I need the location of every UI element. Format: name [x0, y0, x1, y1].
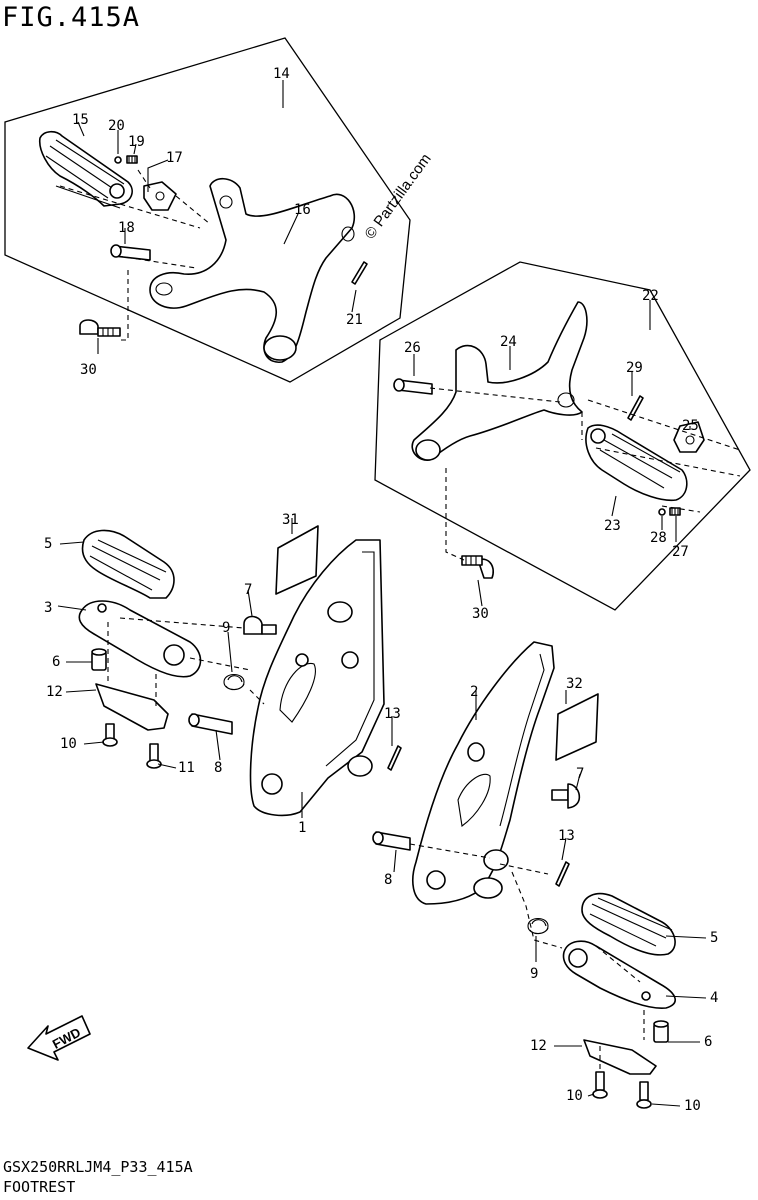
callout-19: 19 — [128, 134, 145, 150]
callout-9-left: 9 — [222, 620, 230, 636]
nut-28 — [658, 508, 666, 516]
callout-29: 29 — [626, 360, 643, 376]
callout-2: 2 — [470, 684, 478, 700]
plate-17 — [143, 181, 177, 211]
callout-21: 21 — [346, 312, 363, 328]
callout-6-right: 6 — [704, 1034, 712, 1050]
footpeg-4 — [562, 940, 676, 1009]
assembly-box-14 — [4, 37, 411, 383]
spring-27 — [669, 507, 681, 516]
callout-4: 4 — [710, 990, 718, 1006]
spring-9-left — [223, 673, 245, 691]
callout-12-right: 12 — [530, 1038, 547, 1054]
cotter-pin-29 — [627, 395, 644, 421]
callout-26: 26 — [404, 340, 421, 356]
callout-13-left: 13 — [384, 706, 401, 722]
callout-5-right: 5 — [710, 930, 718, 946]
bolt-7-right — [551, 783, 581, 809]
heel-plate-32 — [555, 693, 599, 761]
callout-25: 25 — [682, 418, 699, 434]
callout-20: 20 — [108, 118, 125, 134]
pin-8-left — [188, 713, 233, 735]
callout-1: 1 — [298, 820, 306, 836]
pin-18 — [110, 244, 151, 261]
plate-12-right — [583, 1039, 657, 1075]
screw-10-right-b — [636, 1081, 652, 1109]
footpeg-rubber-5-left — [81, 529, 175, 599]
bracket-16-boss — [263, 335, 297, 361]
callout-22: 22 — [642, 288, 659, 304]
callout-7-left: 7 — [244, 582, 252, 598]
callout-14: 14 — [273, 66, 290, 82]
stopper-6-right — [653, 1020, 669, 1043]
callout-32: 32 — [566, 676, 583, 692]
callout-15: 15 — [72, 112, 89, 128]
figure-title: FIG.415A — [2, 2, 141, 33]
bracket-16 — [149, 177, 355, 363]
callout-13-right: 13 — [558, 828, 575, 844]
cotter-pin-13-right — [555, 861, 570, 887]
bolt-30-upper — [79, 319, 121, 337]
callout-31: 31 — [282, 512, 299, 528]
callout-8-right: 8 — [384, 872, 392, 888]
callout-10-right-a: 10 — [566, 1088, 583, 1104]
cotter-pin-13-left — [387, 745, 402, 771]
cotter-pin-21 — [351, 261, 368, 285]
spring-19 — [126, 155, 138, 164]
screw-10-right-a — [592, 1071, 608, 1099]
stopper-6-left — [91, 648, 107, 671]
nut-20 — [114, 156, 122, 164]
bolt-30-lower — [461, 555, 494, 579]
callout-11: 11 — [178, 760, 195, 776]
pin-8-right — [372, 831, 411, 851]
heel-plate-31 — [275, 525, 319, 595]
footpeg-23 — [585, 424, 688, 502]
callout-27: 27 — [672, 544, 689, 560]
bracket-2 — [412, 641, 555, 905]
callout-30-lower: 30 — [472, 606, 489, 622]
callout-10-left: 10 — [60, 736, 77, 752]
bracket-24 — [411, 301, 588, 461]
figure-caption: FOOTREST — [3, 1178, 76, 1196]
callout-17: 17 — [166, 150, 183, 166]
callout-3: 3 — [44, 600, 52, 616]
model-code: GSX250RRLJM4_P33_415A — [3, 1158, 193, 1176]
footpeg-15 — [38, 130, 133, 207]
callout-24: 24 — [500, 334, 517, 350]
callout-30-upper: 30 — [80, 362, 97, 378]
footpeg-3 — [78, 600, 202, 678]
assembly-box-22 — [374, 261, 751, 611]
callout-12-left: 12 — [46, 684, 63, 700]
callout-16: 16 — [294, 202, 311, 218]
callout-7-right: 7 — [576, 766, 584, 782]
footpeg-rubber-5-right — [581, 892, 676, 956]
pin-26 — [393, 378, 433, 395]
callout-18: 18 — [118, 220, 135, 236]
callout-23: 23 — [604, 518, 621, 534]
plate-25 — [673, 421, 705, 453]
bracket-24-boss — [415, 439, 441, 461]
callout-8-left: 8 — [214, 760, 222, 776]
bolt-7-left — [243, 615, 277, 635]
forward-direction-arrow: FWD — [27, 1015, 91, 1061]
callout-leaders — [57, 80, 707, 1107]
plate-12-left — [95, 683, 169, 731]
screw-11 — [146, 743, 162, 769]
callout-28: 28 — [650, 530, 667, 546]
callout-10-right-b: 10 — [684, 1098, 701, 1114]
callout-6-left: 6 — [52, 654, 60, 670]
callout-5-left: 5 — [44, 536, 52, 552]
callout-9-right: 9 — [530, 966, 538, 982]
screw-10-left — [102, 723, 118, 747]
